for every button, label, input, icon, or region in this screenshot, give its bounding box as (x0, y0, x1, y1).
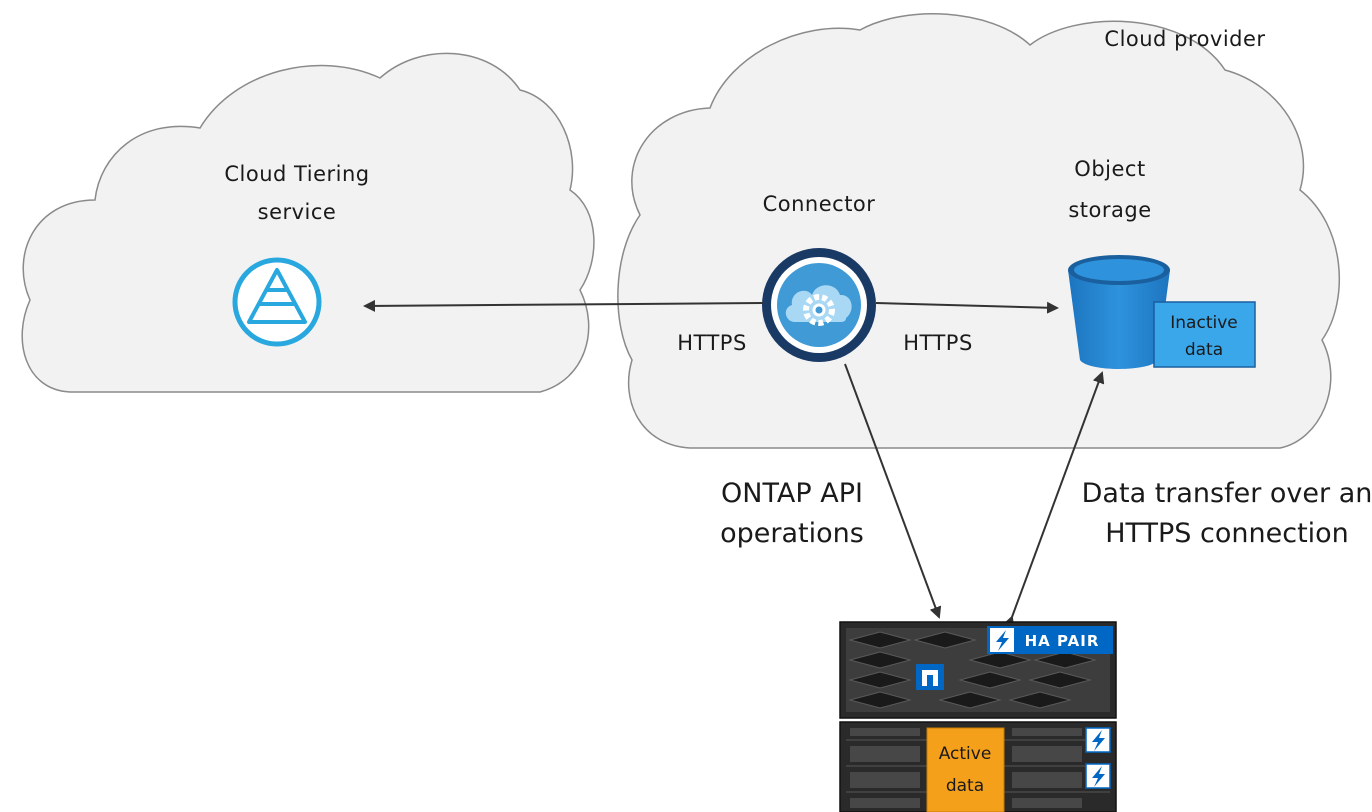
cloud-provider-label: Cloud provider (1104, 27, 1265, 51)
https-left-label: HTTPS (677, 331, 747, 355)
lightning-icon (996, 630, 1009, 651)
object-label-line2: storage (1068, 198, 1151, 222)
ha-pair-storage-system: HA PAIR Active data (839, 621, 1117, 812)
right-cloud (617, 13, 1341, 449)
inactive-data-box: Inactive data (1153, 301, 1256, 368)
left-cloud (21, 52, 595, 393)
ontap-label-line2: operations (720, 518, 864, 549)
active-label-line1: Active (939, 744, 992, 764)
netapp-logo (916, 664, 944, 690)
transfer-label-line1: Data transfer over an (1082, 478, 1372, 509)
arrow-connector-to-ha-pair (844, 363, 942, 619)
active-label-line2: data (946, 776, 984, 796)
lightning-icon (1092, 730, 1105, 751)
tiering-label-line1: Cloud Tiering (224, 162, 369, 186)
connector-label: Connector (763, 192, 876, 216)
inactive-label-line2: data (1185, 340, 1223, 360)
inactive-label-line1: Inactive (1170, 313, 1237, 333)
tiering-label-line2: service (258, 200, 337, 224)
ontap-label-line1: ONTAP API (721, 478, 863, 509)
arrow-connector-to-tiering (363, 299, 764, 312)
pyramid-icon (232, 257, 322, 347)
object-label-line1: Object (1074, 157, 1145, 181)
arrow-ha-pair-to-storage (1002, 371, 1105, 629)
https-right-label: HTTPS (903, 331, 973, 355)
arrow-connector-to-storage (875, 301, 1059, 314)
transfer-label-line2: HTTPS connection (1105, 518, 1349, 549)
lightning-icon (1092, 766, 1105, 787)
bucket-icon (1068, 255, 1170, 369)
ha-pair-label: HA PAIR (1025, 632, 1100, 650)
cloud-gear-icon (762, 248, 876, 362)
ha-pair-badge: HA PAIR (987, 626, 1113, 654)
